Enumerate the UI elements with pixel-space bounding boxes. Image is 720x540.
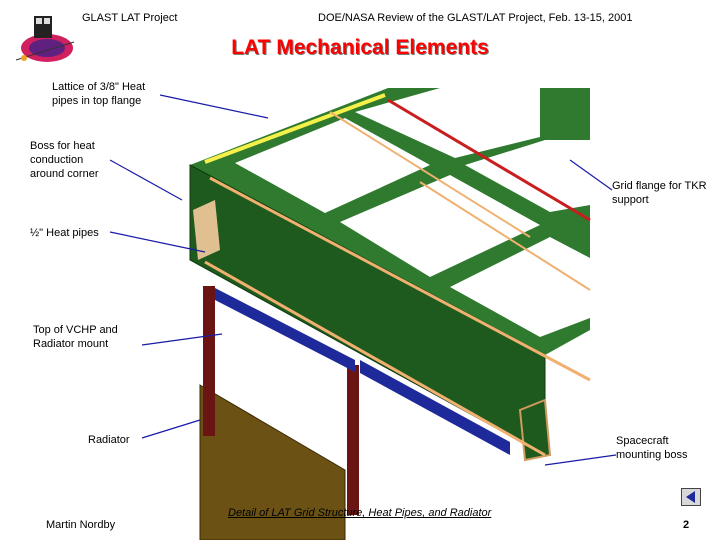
label-boss: Boss for heat conduction around corner	[30, 140, 99, 180]
review-header: DOE/NASA Review of the GLAST/LAT Project…	[318, 12, 633, 24]
radiator-strut	[203, 286, 215, 436]
label-half-inch-pipes: ½" Heat pipes	[30, 227, 99, 239]
grid-cell	[235, 118, 430, 213]
project-header: GLAST LAT Project	[82, 12, 178, 24]
vchp-band	[360, 360, 510, 455]
heat-pipe	[209, 176, 591, 382]
grid-side-wall	[190, 165, 545, 455]
yellow-heat-pipe	[204, 93, 386, 164]
slide-title: LAT Mechanical Elements	[231, 36, 489, 59]
label-vchp: Top of VCHP and Radiator mount	[33, 324, 118, 350]
grid-cell	[355, 88, 540, 158]
author: Martin Nordby	[46, 519, 116, 531]
grid-cell	[450, 237, 590, 337]
label-lattice: Lattice of 3/8" Heat pipes in top flange	[52, 81, 146, 107]
heat-pipe	[329, 111, 531, 238]
label-spacecraft-boss: Spacecraft mounting boss	[616, 435, 688, 461]
heat-pipe	[419, 181, 591, 291]
vchp-band	[215, 288, 355, 372]
radiator-strut	[347, 365, 359, 515]
page-number: 2	[683, 519, 690, 531]
label-grid-flange: Grid flange for TKR support	[612, 180, 707, 206]
radiator-panel	[200, 385, 345, 540]
half-inch-heat-pipe	[204, 260, 546, 457]
corner-boss	[193, 200, 220, 260]
label-radiator: Radiator	[88, 434, 130, 446]
figure-caption: Detail of LAT Grid Structure, Heat Pipes…	[228, 507, 492, 519]
grid-cell	[465, 140, 590, 212]
heat-pipe	[387, 98, 591, 222]
grid-cell	[340, 175, 540, 277]
back-arrow-icon[interactable]	[681, 488, 701, 506]
glast-logo-icon	[15, 16, 75, 62]
